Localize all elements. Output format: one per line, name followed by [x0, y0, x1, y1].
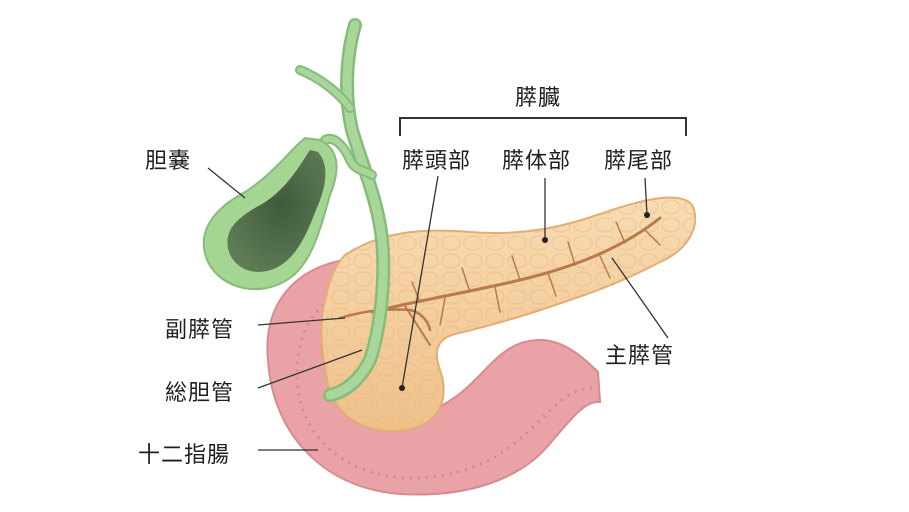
label-pancreas-tail: 膵尾部 — [604, 149, 674, 174]
leader-dots — [399, 212, 650, 391]
label-duodenum: 十二指腸 — [138, 443, 231, 468]
label-accessory-duct: 副膵管 — [165, 318, 235, 343]
label-pancreas: 膵臓 — [515, 86, 562, 111]
label-main-duct: 主膵管 — [605, 344, 675, 369]
accessory-pancreatic-duct — [338, 308, 432, 332]
leader-lines — [207, 167, 669, 451]
pancreas — [320, 196, 697, 432]
pancreas-bracket — [399, 117, 687, 136]
label-pancreas-body: 膵体部 — [502, 149, 572, 174]
gallbladder — [202, 136, 338, 291]
bile-duct-system — [295, 18, 391, 402]
label-common-bile-duct: 総胆管 — [165, 381, 235, 406]
label-pancreas-head: 膵頭部 — [402, 149, 472, 174]
label-gallbladder: 胆嚢 — [145, 149, 192, 174]
